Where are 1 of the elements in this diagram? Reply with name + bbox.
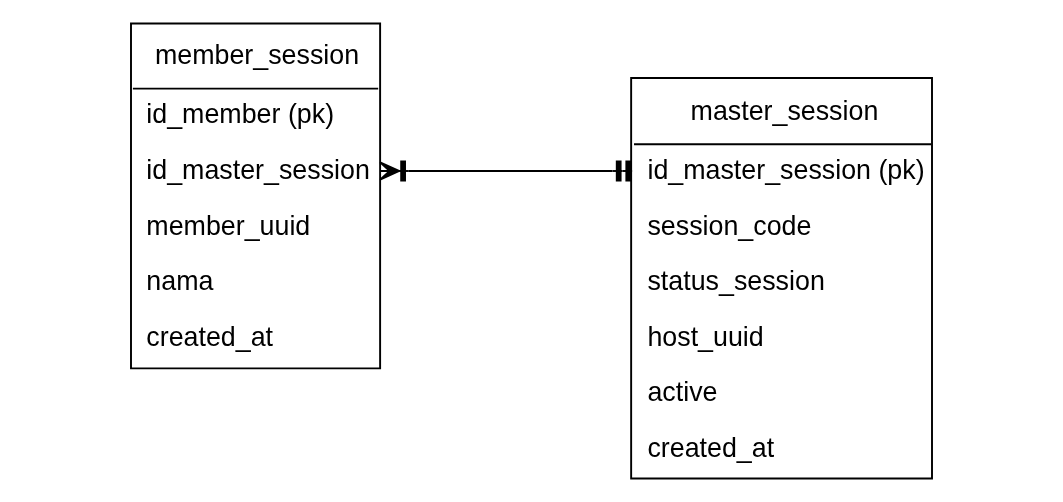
connector: [379, 160, 634, 182]
